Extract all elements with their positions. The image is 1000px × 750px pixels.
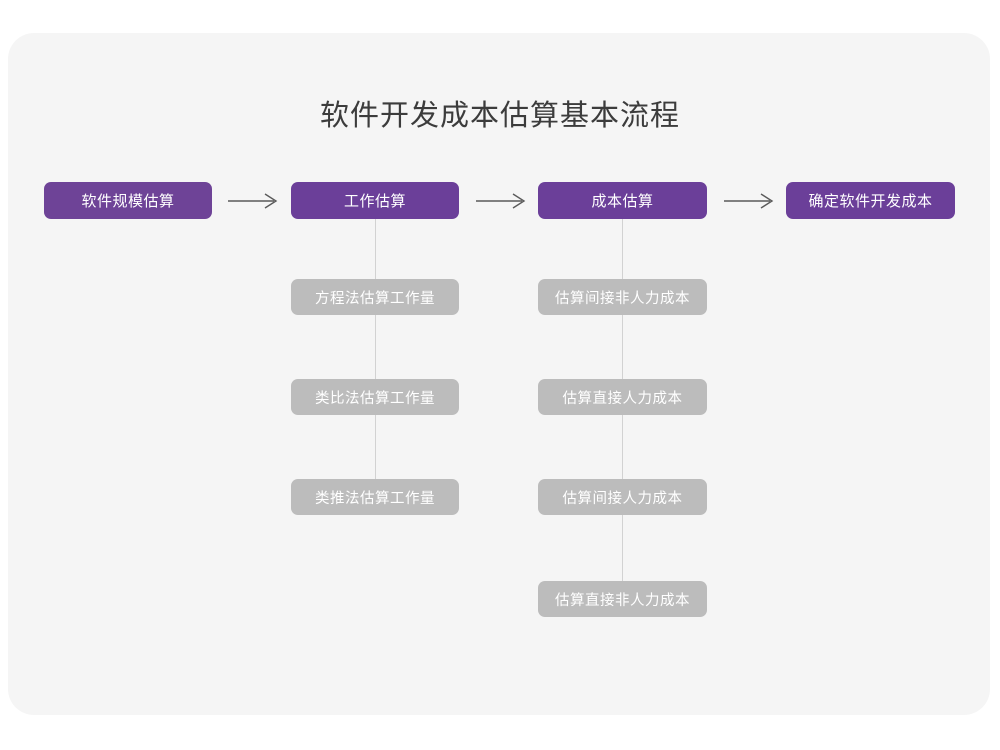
branch-item-indirect-labor-cost[interactable]: 估算间接人力成本 — [538, 479, 707, 515]
flow-step-cost-estimation[interactable]: 成本估算 — [538, 182, 707, 219]
branch-item-label: 类比法估算工作量 — [315, 390, 435, 407]
branch-item-label: 方程法估算工作量 — [315, 290, 435, 307]
flow-step-software-scale-estimation[interactable]: 软件规模估算 — [44, 182, 212, 219]
connector-work-1 — [375, 219, 376, 279]
connector-work-3 — [375, 415, 376, 479]
flow-step-label: 成本估算 — [591, 193, 654, 210]
connector-cost-3 — [622, 415, 623, 479]
branch-item-label: 估算间接非人力成本 — [555, 290, 690, 307]
branch-item-label: 估算间接人力成本 — [562, 490, 683, 507]
connector-work-2 — [375, 315, 376, 379]
flow-step-label: 确定软件开发成本 — [808, 193, 933, 210]
branch-item-label: 估算直接非人力成本 — [555, 592, 690, 609]
branch-item-label: 类推法估算工作量 — [315, 490, 435, 507]
branch-item-direct-labor-cost[interactable]: 估算直接人力成本 — [538, 379, 707, 415]
connector-cost-2 — [622, 315, 623, 379]
arrow-step-3-to-4-icon — [724, 191, 776, 211]
flow-step-determine-dev-cost[interactable]: 确定软件开发成本 — [786, 182, 955, 219]
flow-step-label: 软件规模估算 — [81, 193, 175, 210]
flow-step-work-estimation[interactable]: 工作估算 — [291, 182, 459, 219]
branch-item-analogy-method[interactable]: 类比法估算工作量 — [291, 379, 459, 415]
arrow-step-1-to-2-icon — [228, 191, 280, 211]
branch-item-label: 估算直接人力成本 — [562, 390, 683, 407]
branch-item-inference-method[interactable]: 类推法估算工作量 — [291, 479, 459, 515]
branch-item-indirect-nonlabor-cost[interactable]: 估算间接非人力成本 — [538, 279, 707, 315]
branch-item-equation-method[interactable]: 方程法估算工作量 — [291, 279, 459, 315]
connector-cost-1 — [622, 219, 623, 279]
flow-step-label: 工作估算 — [343, 193, 406, 210]
page-title: 软件开发成本估算基本流程 — [319, 100, 680, 132]
branch-item-direct-nonlabor-cost[interactable]: 估算直接非人力成本 — [538, 581, 707, 617]
arrow-step-2-to-3-icon — [476, 191, 528, 211]
content-card — [8, 33, 990, 715]
connector-cost-4 — [622, 515, 623, 581]
